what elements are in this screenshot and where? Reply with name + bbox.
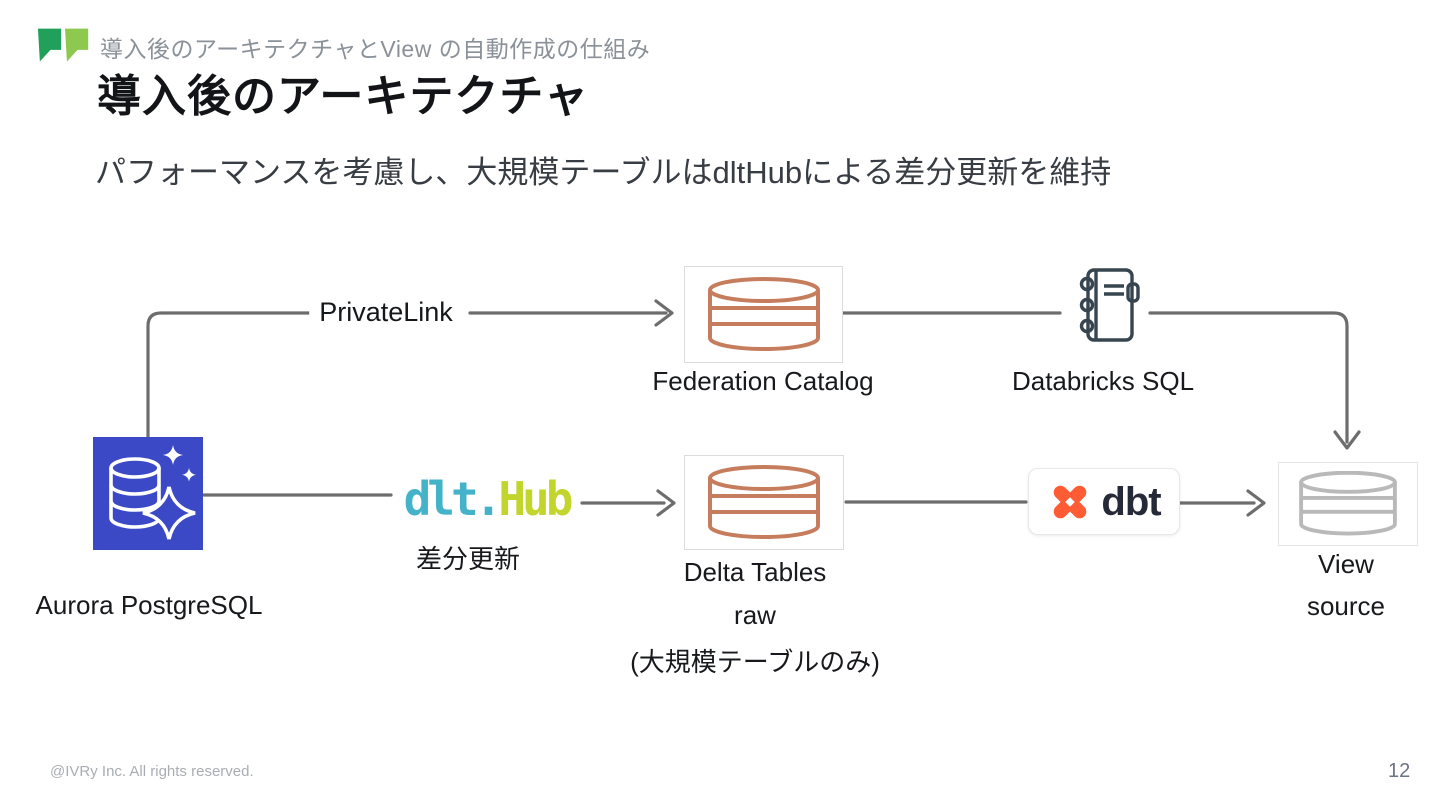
arrowhead-view-right	[1246, 489, 1266, 517]
page-title: 導入後のアーキテクチャ	[97, 72, 589, 121]
view-source-label-line1: View	[1318, 549, 1374, 579]
view-source-node	[1278, 462, 1418, 546]
edge-aurora-to-privatelink	[146, 311, 323, 439]
copyright-text: @IVRy Inc. All rights reserved.	[50, 763, 254, 780]
aurora-postgresql-icon	[93, 437, 203, 550]
delta-tables-label-line1: Delta Tables	[683, 557, 827, 587]
arrowhead-delta	[656, 489, 676, 517]
dlthub-logo-dlt: dlt.	[403, 472, 503, 526]
databricks-sql-notebook-icon	[1079, 268, 1140, 342]
page-number: 12	[1388, 760, 1411, 782]
slide-kicker: 導入後のアーキテクチャとView の自動作成の仕組み	[100, 36, 651, 62]
dbt-mark-icon	[1054, 485, 1087, 518]
dbt-logo: dbt	[1028, 468, 1180, 535]
arrowhead-federation	[654, 299, 674, 327]
dlthub-logo-hub: Hub	[498, 472, 573, 526]
dbt-wordmark: dbt	[1101, 479, 1161, 524]
arrowhead-view-down	[1333, 430, 1361, 450]
view-source-database-icon	[1299, 471, 1397, 536]
federation-catalog-database-icon	[707, 276, 820, 351]
privatelink-edge-label: PrivateLink	[309, 297, 463, 328]
databricks-sql-label: Databricks SQL	[1011, 366, 1195, 396]
view-source-label-line2: source	[1306, 591, 1386, 621]
delta-tables-database-icon	[708, 464, 820, 539]
federation-catalog-label: Federation Catalog	[652, 366, 874, 396]
ivry-logo	[37, 28, 89, 62]
edge-databricks-to-view	[1148, 311, 1349, 444]
aurora-postgresql-label: Aurora PostgreSQL	[35, 590, 263, 620]
delta-tables-label-line3: (大規模テーブルのみ)	[630, 647, 880, 677]
dlthub-logo: dlt.Hub	[393, 463, 580, 535]
delta-tables-label-line2: raw	[734, 600, 776, 630]
delta-tables-node	[684, 455, 844, 550]
slide-subtitle: パフォーマンスを考慮し、大規模テーブルはdltHubによる差分更新を維持	[95, 155, 1112, 190]
federation-catalog-node	[684, 266, 843, 363]
dlthub-caption: 差分更新	[415, 544, 521, 574]
